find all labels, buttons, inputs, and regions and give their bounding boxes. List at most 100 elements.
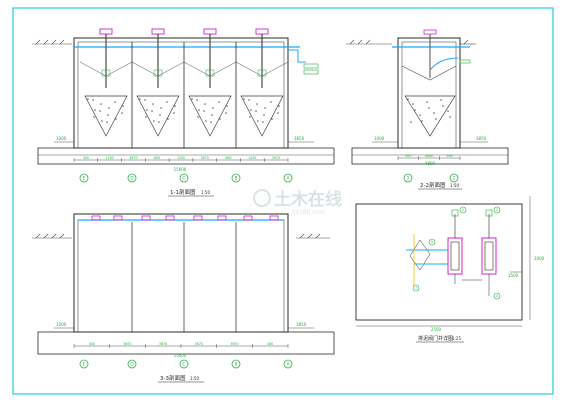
axis-circle xyxy=(127,359,137,369)
dim-value: 400 xyxy=(447,154,453,158)
hopper-fill-dot xyxy=(435,118,437,120)
valve-icon xyxy=(243,215,253,221)
valve-icon xyxy=(113,215,123,221)
hopper-fill-dot xyxy=(421,120,423,122)
hopper-fill-dot xyxy=(166,101,168,103)
deflector xyxy=(157,61,185,77)
axis-label: C xyxy=(182,362,185,368)
base-slab xyxy=(37,147,335,165)
tag-label: 4 xyxy=(496,294,499,298)
hopper-fill-dot xyxy=(121,112,123,114)
hopper-fill-dot xyxy=(447,110,449,112)
view-scale: 1:50 xyxy=(450,183,459,188)
hopper-fill-dot xyxy=(151,110,153,112)
axis-label: C xyxy=(182,176,185,182)
hopper-fill-dot xyxy=(153,120,155,122)
valve-icon xyxy=(91,215,101,221)
axis-circle xyxy=(283,359,293,369)
label-tag xyxy=(153,69,163,77)
view-scale: 1:50 xyxy=(201,190,210,195)
height-dimension: 2000 xyxy=(534,256,545,261)
hopper-fill-dot xyxy=(191,98,193,100)
hopper-fill-dot xyxy=(256,103,258,105)
valve-icon xyxy=(203,28,217,35)
valve-icon xyxy=(269,215,279,221)
hopper-fill-dot xyxy=(407,98,409,100)
hopper-fill-dot xyxy=(414,109,416,111)
valve-chamber-right xyxy=(481,237,497,275)
dim-value: 5670 xyxy=(230,342,238,346)
hopper-fill-dot xyxy=(197,116,199,118)
valve-icon xyxy=(165,215,175,221)
dim-value: 5670 xyxy=(129,156,137,160)
dim-value: 400 xyxy=(267,342,273,346)
hopper-fill-dot xyxy=(277,112,279,114)
axis-label: 1 xyxy=(407,176,410,182)
hopper-fill-dot xyxy=(249,116,251,118)
axis-label: A xyxy=(286,362,290,368)
dim-value: 400 xyxy=(405,154,411,158)
dim-value: 5670 xyxy=(123,342,131,346)
hopper-fill-dot xyxy=(99,110,101,112)
dim-value: 800 xyxy=(154,156,160,160)
valve-icon xyxy=(217,215,227,221)
hopper-fill-dot xyxy=(160,107,162,109)
view-title: 1-1剖面图 xyxy=(170,188,196,196)
hopper-fill-dot xyxy=(144,99,146,101)
hopper-fill-dot xyxy=(92,99,94,101)
right-elevation-tag: 3850 xyxy=(476,136,487,141)
hopper-fill-dot xyxy=(264,107,266,109)
ground-hatch-left xyxy=(32,39,72,45)
hopper-fill-dot xyxy=(93,116,95,118)
hopper-cone xyxy=(84,95,128,137)
tag-label: 3 xyxy=(415,286,417,290)
dim-value: 400 xyxy=(83,156,89,160)
sludge-hopper xyxy=(404,95,456,137)
hopper-fill-dot xyxy=(270,101,272,103)
hopper-fill-dot xyxy=(433,112,435,114)
hopper-fill-dot xyxy=(442,105,444,107)
label-tag xyxy=(257,69,267,77)
hopper-fill-dot xyxy=(211,114,213,116)
left-elevation-tag: 1000 xyxy=(56,136,67,141)
hopper-fill-dot xyxy=(212,107,214,109)
total-dimension: 15600 xyxy=(174,167,187,172)
hopper-cone xyxy=(188,95,232,137)
hopper-fill-dot xyxy=(198,109,200,111)
hopper-fill-dot xyxy=(257,120,259,122)
hopper-fill-dot xyxy=(106,121,108,123)
axis-circle xyxy=(79,359,89,369)
watermark: 土木在线 co188.com xyxy=(253,189,342,216)
hopper-fill-dot xyxy=(412,103,414,105)
hopper-fill-dot xyxy=(108,107,110,109)
hopper-fill-dot xyxy=(426,101,428,103)
dim-value: 5670 xyxy=(159,342,167,346)
side-dimension: 1500 xyxy=(508,273,519,278)
axis-label: B xyxy=(234,176,237,182)
watermark-cn: 土木在线 xyxy=(274,189,342,210)
left-elevation-tag: 1000 xyxy=(374,136,385,141)
hopper-fill-dot xyxy=(159,114,161,116)
deflector xyxy=(235,61,263,77)
tag-label: 2 xyxy=(496,208,498,212)
hopper-fill-dot xyxy=(410,121,412,123)
valves xyxy=(91,215,279,221)
total-dimension: 15600 xyxy=(174,353,187,358)
total-dimension: 4800 xyxy=(425,161,436,166)
hopper-fill-dot xyxy=(440,99,442,101)
hopper-fill-dot xyxy=(225,112,227,114)
valve xyxy=(423,29,437,35)
axis-circle xyxy=(179,359,189,369)
dim-value: 5670 xyxy=(201,156,209,160)
tag-label: 5 xyxy=(431,240,433,244)
hopper-fill-dot xyxy=(114,101,116,103)
outlet-pipe xyxy=(288,49,306,63)
hopper-fill-dot xyxy=(122,105,124,107)
dim-value: 1200 xyxy=(177,156,185,160)
deflector xyxy=(261,61,289,77)
